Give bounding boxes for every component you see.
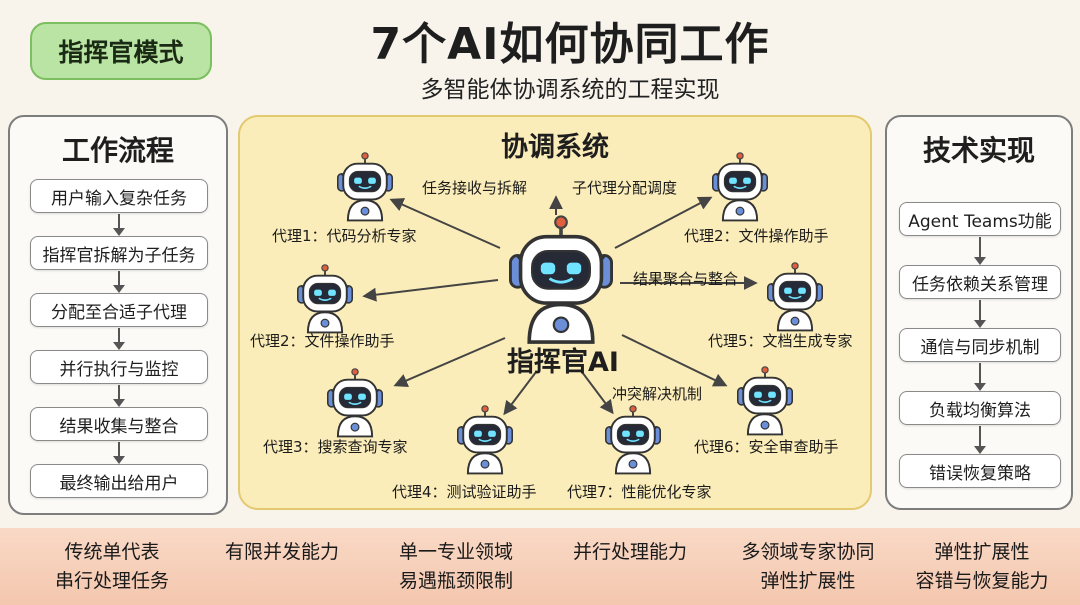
tech-step: 通信与同步机制 — [899, 328, 1061, 362]
coordination-title: 协调系统 — [501, 132, 609, 163]
comparison-line: 有限并发能力 — [224, 541, 339, 563]
robot-icon — [450, 405, 520, 475]
comparison-item: 单一专业领域 易遇瓶颈限制 — [366, 538, 546, 596]
robot-icon — [705, 152, 775, 222]
comparison-line: 多领域专家协同 — [741, 541, 875, 563]
robot-icon — [730, 366, 800, 436]
arrow-icon — [974, 426, 986, 454]
comparison-line: 串行处理任务 — [54, 570, 169, 592]
workflow-step: 分配至合适子代理 — [30, 293, 208, 327]
robot-icon — [598, 405, 668, 475]
robot-icon — [760, 262, 830, 332]
page-subtitle: 多智能体协调系统的工程实现 — [420, 77, 720, 103]
workflow-step: 结果收集与整合 — [30, 407, 208, 441]
agent-label: 代理7：性能优化专家 — [567, 483, 712, 501]
workflow-step: 并行执行与监控 — [30, 350, 208, 384]
flow-label-aggregation: 结果聚合与整合 — [633, 270, 739, 288]
flow-label-scheduling: 子代理分配调度 — [572, 179, 678, 197]
mode-badge: 指挥官模式 — [30, 22, 212, 80]
comparison-line: 易遇瓶颈限制 — [398, 570, 513, 592]
robot-icon — [330, 152, 400, 222]
comparison-line: 单一专业领域 — [398, 541, 513, 563]
flow-label-task-intake: 任务接收与拆解 — [422, 179, 528, 197]
robot-icon — [320, 368, 390, 438]
arrow-icon — [113, 442, 125, 464]
comparison-item: 多领域专家协同 弹性扩展性 — [718, 538, 898, 596]
agent-label: 代理6：安全审查助手 — [694, 438, 839, 456]
tech-step: 负载均衡算法 — [899, 391, 1061, 425]
comparison-line: 弹性扩展性 — [760, 570, 856, 592]
flow-label-conflict: 冲突解决机制 — [612, 385, 703, 403]
tech-step: 错误恢复策略 — [899, 454, 1061, 488]
robot-icon — [496, 215, 626, 345]
arrow-icon — [113, 271, 125, 293]
comparison-line: 传统单代表 — [64, 541, 160, 563]
workflow-panel: 工作流程 用户输入复杂任务 指挥官拆解为子任务 分配至合适子代理 并行执行与监控… — [8, 115, 228, 515]
comparison-item: 并行处理能力 — [540, 538, 720, 567]
agent-label: 代理5：文档生成专家 — [708, 332, 853, 350]
comparison-line: 容错与恢复能力 — [915, 570, 1049, 592]
page-title: 7个AI如何协同工作 — [370, 19, 770, 70]
comparison-strip — [0, 528, 1080, 605]
robot-icon — [290, 264, 360, 334]
arrow-icon — [974, 363, 986, 391]
comparison-item: 弹性扩展性 容错与恢复能力 — [892, 538, 1072, 596]
conductor-name: 指挥官AI — [507, 347, 619, 378]
tech-panel: 技术实现 Agent Teams功能 任务依赖关系管理 通信与同步机制 负载均衡… — [885, 115, 1073, 510]
agent-label: 代理2：文件操作助手 — [250, 332, 395, 350]
agent-label: 代理3：搜索查询专家 — [263, 438, 408, 456]
workflow-step: 用户输入复杂任务 — [30, 179, 208, 213]
tech-step: 任务依赖关系管理 — [899, 265, 1061, 299]
workflow-title: 工作流程 — [61, 134, 174, 167]
workflow-step: 最终输出给用户 — [30, 464, 208, 498]
tech-step: Agent Teams功能 — [899, 202, 1061, 236]
arrow-icon — [113, 328, 125, 350]
agent-label: 代理2：文件操作助手 — [684, 227, 829, 245]
agent-label: 代理4：测试验证助手 — [392, 483, 537, 501]
agent-label: 代理1：代码分析专家 — [272, 227, 417, 245]
comparison-line: 弹性扩展性 — [934, 541, 1030, 563]
arrow-icon — [974, 237, 986, 265]
comparison-line: 并行处理能力 — [572, 541, 687, 563]
comparison-item: 有限并发能力 — [192, 538, 372, 567]
comparison-item: 传统单代表 串行处理任务 — [22, 538, 202, 596]
arrow-icon — [113, 385, 125, 407]
arrow-icon — [974, 300, 986, 328]
workflow-step: 指挥官拆解为子任务 — [30, 236, 208, 270]
arrow-icon — [113, 214, 125, 236]
tech-title: 技术实现 — [922, 134, 1035, 167]
